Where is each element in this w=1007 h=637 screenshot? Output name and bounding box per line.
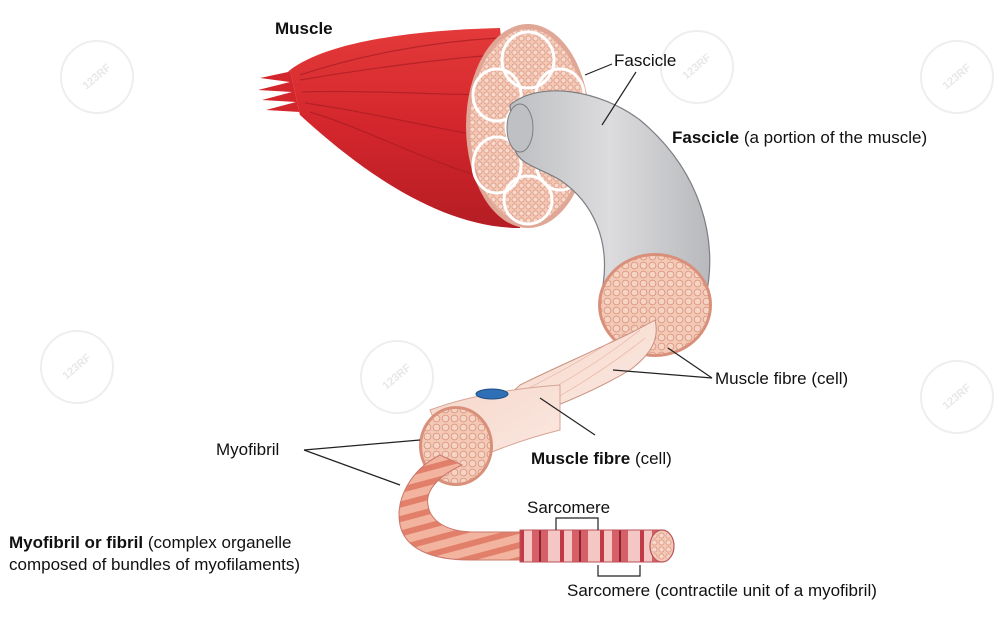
label-myofibril: Myofibril [216,440,279,460]
label-fascicle: Fascicle [614,51,676,71]
label-fascicle-description: Fascicle (a portion of the muscle) [672,128,927,148]
label-muscle-fibre-description: Muscle fibre (cell) [531,449,672,469]
label-sarcomere: Sarcomere [527,498,610,518]
label-sarcomere-description: Sarcomere (contractile unit of a myofibr… [567,581,877,601]
label-muscle-fibre-cell: Muscle fibre (cell) [715,369,848,389]
label-myofibril-description-line2: composed of bundles of myofilaments) [9,555,300,575]
label-muscle: Muscle [275,19,333,39]
label-myofibril-description: Myofibril or fibril (complex organelle [9,533,291,553]
